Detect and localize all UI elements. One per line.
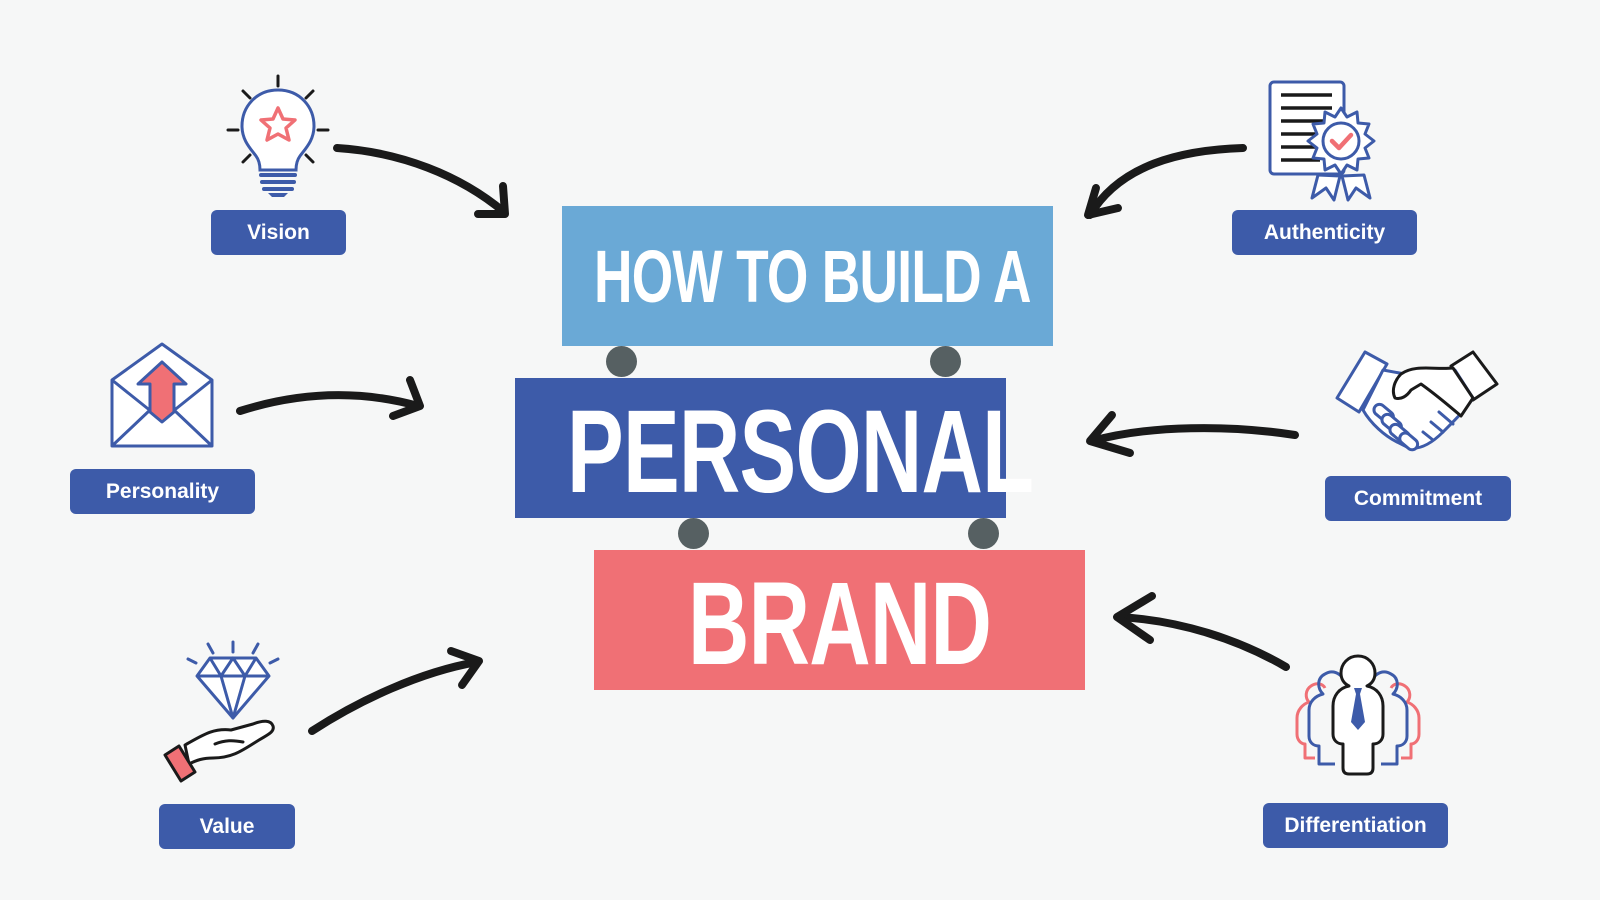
hand-diamond-icon <box>163 640 280 783</box>
arrow-value <box>308 647 483 735</box>
title-banner-brand: BRAND <box>594 550 1085 690</box>
connector-dot <box>930 346 961 377</box>
arrow-vision <box>333 144 509 218</box>
value-pillar <box>163 640 298 793</box>
commitment-pillar <box>1335 350 1499 463</box>
arrow-authenticity <box>1084 144 1247 219</box>
connector-dot <box>968 518 999 549</box>
pillar-label-personality: Personality <box>70 469 255 514</box>
handshake-icon <box>1335 350 1499 452</box>
title-banner-personal: PERSONAL <box>515 378 1034 518</box>
envelope-arrow-icon <box>110 342 214 448</box>
title-line-3: BRAND <box>687 558 992 690</box>
arrow-personality <box>236 376 424 420</box>
title-line-2: PERSONAL <box>567 386 1034 518</box>
pillar-label-authenticity: Authenticity <box>1232 210 1417 255</box>
title-banner-how-to-build: HOW TO BUILD A <box>562 206 1053 346</box>
certificate-badge-icon <box>1268 80 1376 202</box>
connector-dot <box>678 518 709 549</box>
lightbulb-star-icon <box>226 74 330 197</box>
connector-dot <box>606 346 637 377</box>
title-line-1: HOW TO BUILD A <box>594 234 1032 318</box>
pillar-label-commitment: Commitment <box>1325 476 1511 521</box>
pillar-label-vision: Vision <box>211 210 346 255</box>
arrow-commitment <box>1086 411 1299 457</box>
pillar-label-differentiation: Differentiation <box>1263 803 1448 848</box>
authenticity-pillar <box>1268 80 1386 205</box>
differentiation-pillar <box>1293 654 1423 781</box>
arrow-differentiation <box>1113 592 1290 671</box>
vision-pillar <box>226 74 330 203</box>
pillar-label-value: Value <box>159 804 295 849</box>
group-people-icon <box>1295 654 1421 776</box>
personality-pillar <box>110 342 214 453</box>
